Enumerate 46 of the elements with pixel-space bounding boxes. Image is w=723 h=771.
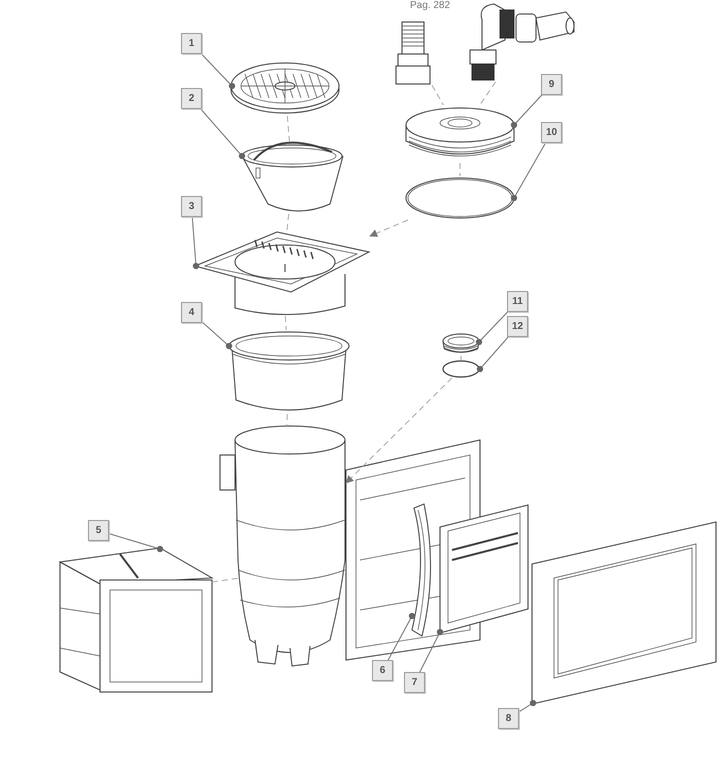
leader-line xyxy=(286,214,290,230)
leader-line xyxy=(369,220,408,237)
callout-number: 11 xyxy=(507,291,528,312)
pipe-fitting-drawing xyxy=(395,20,432,86)
leader-line xyxy=(200,108,246,160)
basket-drawing xyxy=(240,142,345,214)
callout-number: 2 xyxy=(181,88,202,109)
callout-number: 1 xyxy=(181,33,202,54)
callout-number: 9 xyxy=(541,74,562,95)
front-frame-drawing xyxy=(532,522,716,704)
leader-line xyxy=(201,54,236,90)
leader-line xyxy=(518,700,536,712)
leader-line xyxy=(476,336,509,372)
leader-line xyxy=(108,533,164,552)
leader-line xyxy=(510,94,542,128)
leader-line xyxy=(284,316,287,330)
leader-line xyxy=(432,84,444,106)
skimmer-body-drawing xyxy=(218,425,346,668)
callout-number: 8 xyxy=(498,708,519,729)
leader-line xyxy=(345,378,452,484)
leader-line xyxy=(212,578,240,582)
callout-number: 3 xyxy=(181,196,202,217)
leader-line xyxy=(419,628,444,672)
leader-line xyxy=(192,216,200,270)
leader-line xyxy=(286,414,288,426)
callout-number: 6 xyxy=(372,660,393,681)
leader-line xyxy=(510,142,546,202)
callout-number: 12 xyxy=(507,316,528,337)
elbow-fitting-drawing xyxy=(469,3,576,82)
leader-line xyxy=(388,612,416,660)
face-plate-drawing xyxy=(440,505,528,633)
extension-box-drawing xyxy=(60,548,212,693)
leader-line xyxy=(479,82,496,106)
leader-line xyxy=(476,312,508,346)
callout-number: 5 xyxy=(88,520,109,541)
nut-drawing xyxy=(442,332,480,356)
callout-number: 10 xyxy=(541,122,562,143)
leader-line xyxy=(460,356,462,360)
grate-cover-drawing xyxy=(230,60,340,116)
leader-line xyxy=(286,116,290,142)
page-reference: Pag. 282 xyxy=(410,0,450,11)
callout-number: 4 xyxy=(181,302,202,323)
callout-number: 7 xyxy=(404,672,425,693)
leader-line xyxy=(202,321,232,350)
o-ring-drawing xyxy=(405,176,515,220)
o-ring-drawing xyxy=(442,360,480,378)
